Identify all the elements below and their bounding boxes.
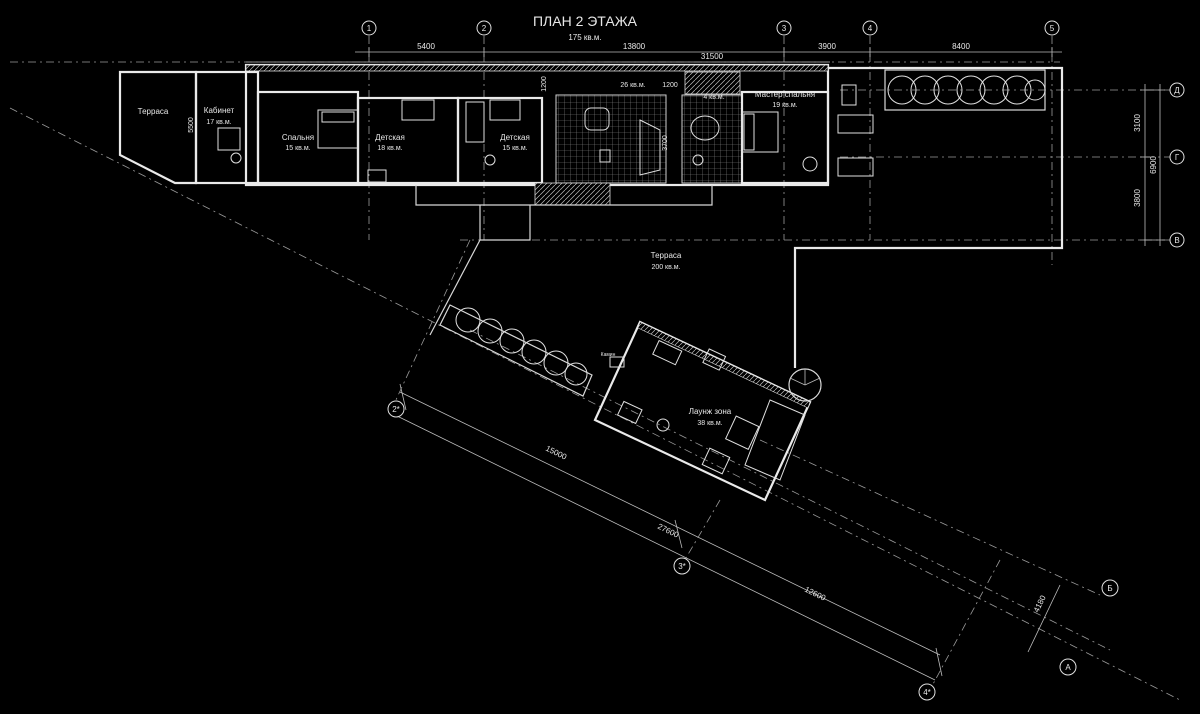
room-fireplace: Камин xyxy=(601,352,616,358)
main-terrace-outline xyxy=(429,66,1064,368)
svg-text:3*: 3* xyxy=(678,562,686,571)
dim-4180: 4180 xyxy=(1032,593,1048,613)
room-terrace-main-name: Терраса xyxy=(651,251,682,260)
diagonal-dimensions: 15000 27600 12600 4180 xyxy=(394,383,1061,681)
dim-3800: 3800 xyxy=(1133,189,1142,207)
plan-title: ПЛАН 2 ЭТАЖА xyxy=(533,13,638,29)
top-dimension-line: 5400 13800 31500 3900 8400 xyxy=(246,42,1062,63)
plan-area: 175 кв.м. xyxy=(568,33,601,42)
svg-text:3: 3 xyxy=(782,24,787,33)
room-labels: Терраса Кабинет 17 кв.м. Спальня 15 кв.м… xyxy=(138,90,815,427)
svg-text:А: А xyxy=(1065,663,1071,672)
room-master-name: Мастер спальня xyxy=(755,90,815,99)
dim-12600: 12600 xyxy=(803,585,827,603)
bottom-axes: 2* 3* 4* xyxy=(387,239,1001,701)
axis-marker-4star: 4* xyxy=(918,683,936,701)
top-axes: 1 2 3 4 5 xyxy=(361,20,1060,265)
axis-marker-5: 5 xyxy=(1044,20,1060,36)
side-axes: Д Г В 3100 6900 3800 xyxy=(460,82,1185,248)
svg-text:Д: Д xyxy=(1174,86,1180,95)
room-kids2-name: Детская xyxy=(500,133,530,142)
axis-marker-g: Г xyxy=(1169,149,1185,165)
dim-26-sqm: 26 кв.м. xyxy=(620,82,645,89)
dim-4-sqm: 4 кв.м. xyxy=(703,94,724,101)
axis-marker-1: 1 xyxy=(361,20,377,36)
building-outline xyxy=(118,63,830,241)
room-kids1-area: 18 кв.м. xyxy=(377,145,402,152)
axis-marker-4: 4 xyxy=(862,20,878,36)
room-terrace-main-area: 200 кв.м. xyxy=(651,264,680,271)
dim-1200-b: 1200 xyxy=(662,82,678,89)
axis-marker-3: 3 xyxy=(776,20,792,36)
room-lounge-name: Лаунж зона xyxy=(689,407,732,416)
svg-text:2*: 2* xyxy=(392,405,400,414)
room-kids1-name: Детская xyxy=(375,133,405,142)
furniture xyxy=(217,99,818,183)
axis-marker-2: 2 xyxy=(476,20,492,36)
room-bedroom-name: Спальня xyxy=(282,133,314,142)
right-axes: Б А xyxy=(1059,579,1119,676)
room-kids2-area: 15 кв.м. xyxy=(502,145,527,152)
axis-marker-a: А xyxy=(1059,658,1077,676)
svg-text:Б: Б xyxy=(1107,584,1112,593)
axis-marker-3star: 3* xyxy=(673,557,691,575)
svg-text:5: 5 xyxy=(1050,24,1055,33)
room-bedroom-area: 15 кв.м. xyxy=(285,145,310,152)
room-master-area: 19 кв.м. xyxy=(772,102,797,109)
diagonal-guides xyxy=(9,61,1181,701)
svg-text:4*: 4* xyxy=(923,688,931,697)
axis-marker-b: Б xyxy=(1101,579,1119,597)
lounge-zone xyxy=(439,304,822,502)
dim-15000: 15000 xyxy=(544,444,568,462)
dim-27600: 27600 xyxy=(656,522,680,540)
dim-5400: 5400 xyxy=(417,42,435,51)
room-cabinet-name: Кабинет xyxy=(204,106,235,115)
dim-1200-a: 1200 xyxy=(541,76,548,92)
svg-text:1: 1 xyxy=(367,24,372,33)
svg-text:Г: Г xyxy=(1175,153,1180,162)
dim-6900: 6900 xyxy=(1149,156,1158,174)
axis-marker-d: Д xyxy=(1169,82,1185,98)
svg-text:4: 4 xyxy=(868,24,873,33)
dim-3100: 3100 xyxy=(1133,114,1142,132)
axis-marker-2star: 2* xyxy=(387,400,405,418)
inner-dimensions: 5500 1200 26 кв.м. 1200 4 кв.м. 3700 xyxy=(188,76,725,151)
dim-3700: 3700 xyxy=(662,135,669,151)
svg-text:2: 2 xyxy=(482,24,487,33)
svg-text:В: В xyxy=(1174,236,1179,245)
dim-13800: 13800 xyxy=(623,42,646,51)
room-cabinet-area: 17 кв.м. xyxy=(206,119,231,126)
room-terrace-left: Терраса xyxy=(138,107,169,116)
dim-5500: 5500 xyxy=(188,117,195,133)
room-lounge-area: 38 кв.м. xyxy=(697,420,722,427)
dim-3900: 3900 xyxy=(818,42,836,51)
axis-marker-v: В xyxy=(1169,232,1185,248)
dim-8400: 8400 xyxy=(952,42,970,51)
dim-31500: 31500 xyxy=(701,52,724,61)
